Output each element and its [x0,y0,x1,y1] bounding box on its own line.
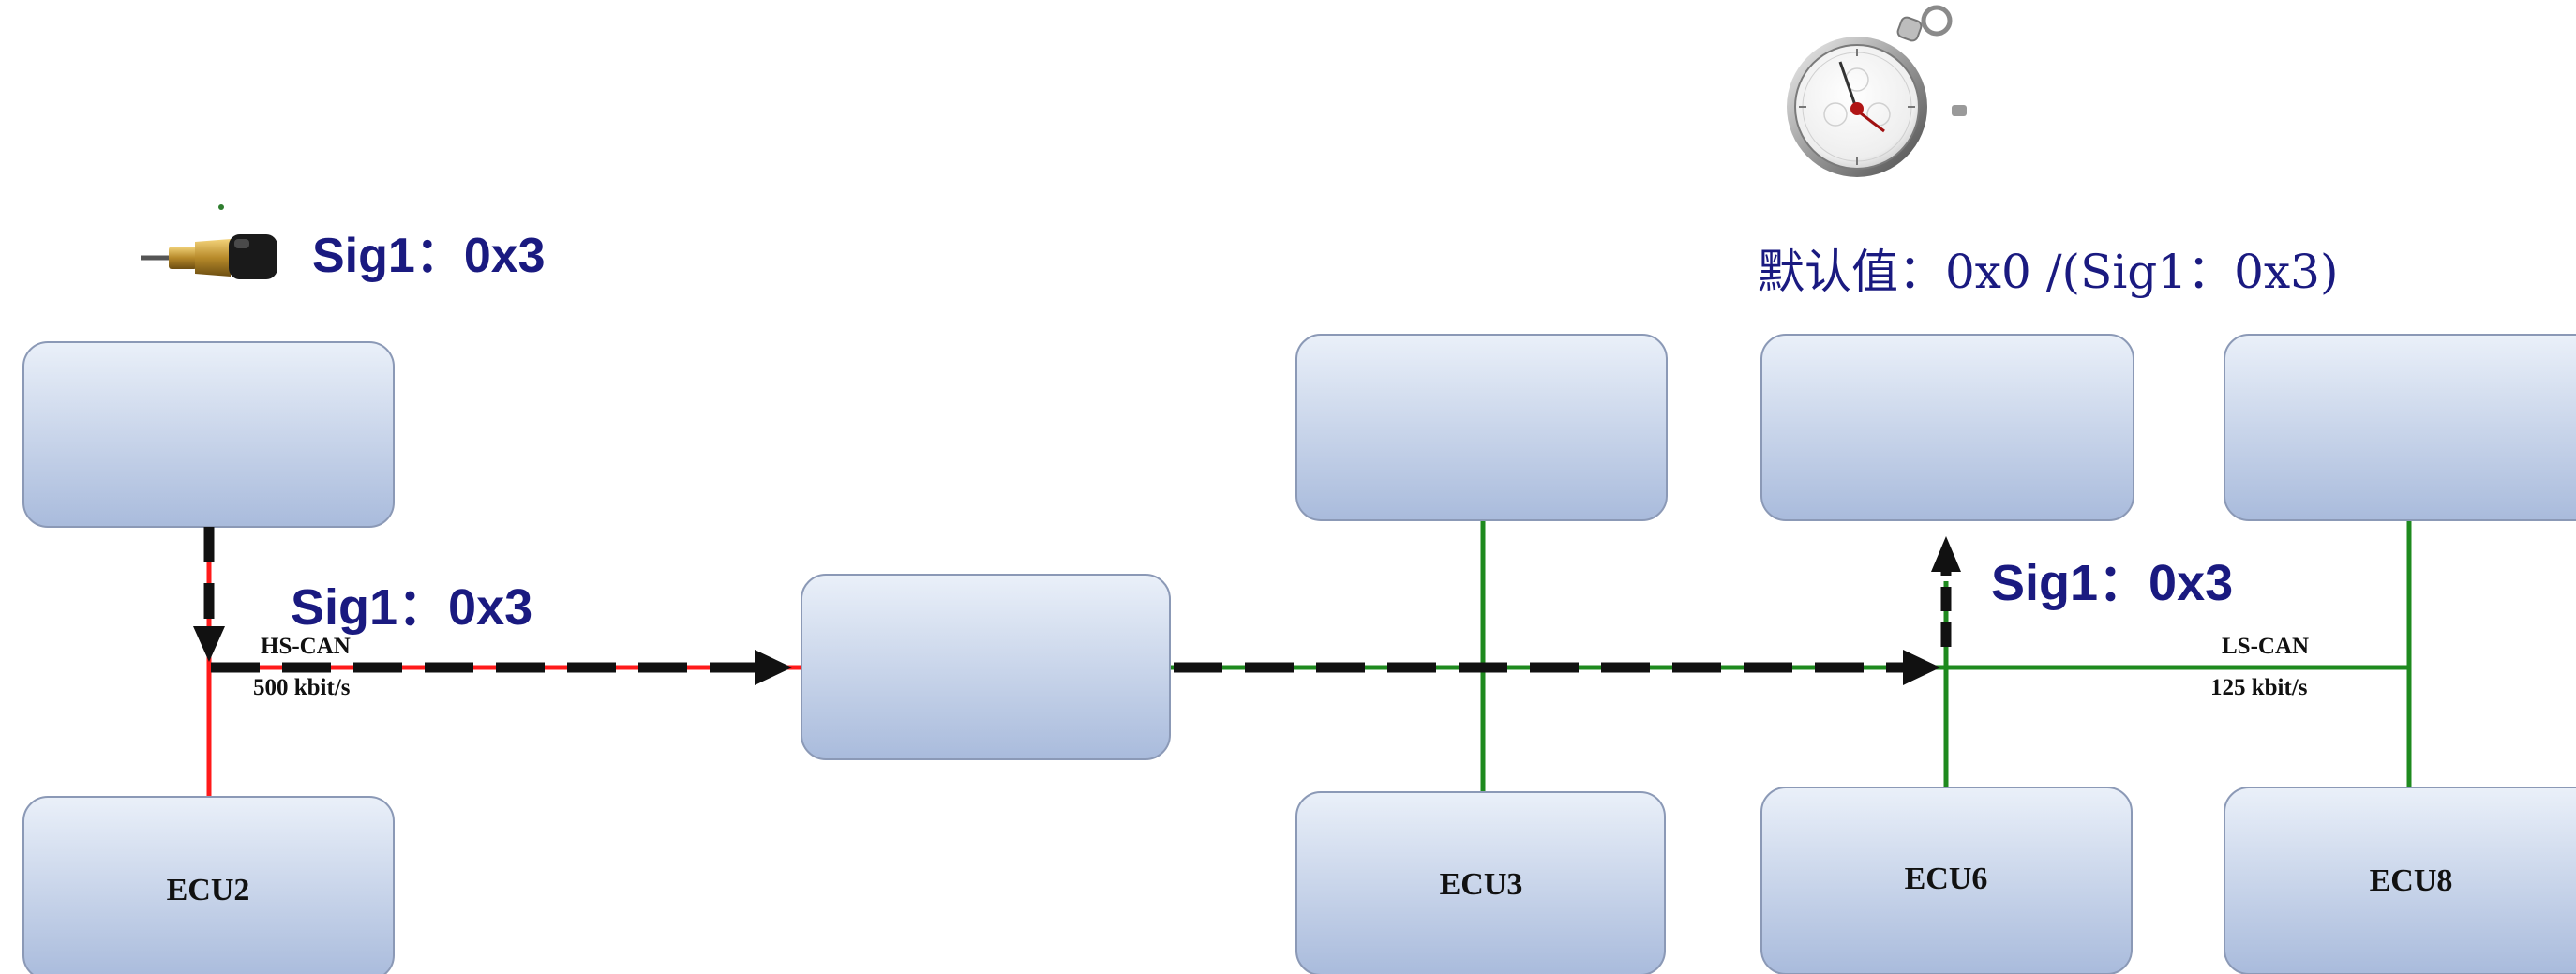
gateway-box [801,574,1171,760]
ls-can-bus-name: LS-CAN [2222,634,2309,659]
ecu8-label: ECU8 [2370,863,2453,898]
ecu-box-top-left [22,341,395,528]
ecu-box-top-ecu6 [1760,334,2134,521]
ecu6-path-signal-label: Sig1：0x3 [1991,555,2233,611]
ecu8-box [2224,787,2576,974]
hs-can-bus-speed: 500 kbit/s [253,675,351,700]
signal-arrowhead-hs [755,650,792,685]
ecu6-box [1760,787,2133,974]
sensor-signal-label: Sig1：0x3 [312,229,546,283]
sensor-icon [141,204,277,279]
signal-arrowhead-up [1931,536,1961,572]
ls-can-bus-speed: 125 kbit/s [2210,675,2308,700]
hs-path-signal-label: Sig1：0x3 [291,579,532,636]
ecu6-label: ECU6 [1905,862,1988,896]
hs-can-bus-name: HS-CAN [261,634,351,659]
ecu-box-top-ecu8 [2224,334,2576,521]
stopwatch-icon [1787,5,1967,177]
signal-arrowhead-down [193,626,225,662]
ecu-box-top-ecu3 [1295,334,1668,521]
ecu3-box [1295,791,1666,974]
default-value-label: 默认值：0x0 /(Sig1：0x3) [1758,245,2338,299]
ecu2-box [22,796,395,974]
ecu3-label: ECU3 [1440,867,1523,902]
signal-arrowhead-ls [1903,650,1940,685]
ecu2-label: ECU2 [167,873,250,907]
